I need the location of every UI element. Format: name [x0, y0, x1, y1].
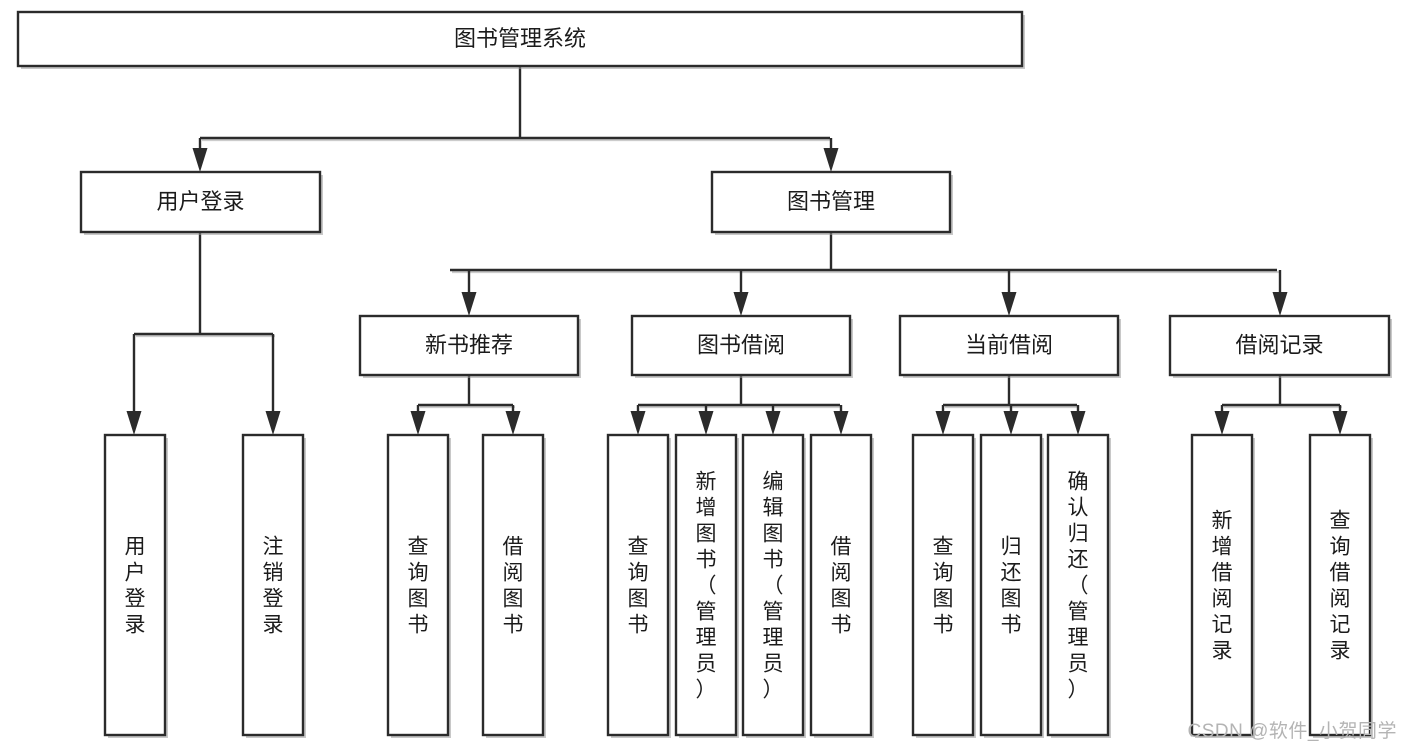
arrow-to-leaf-return-book [1003, 405, 1019, 435]
arrow-to-leaf-query-record [1332, 405, 1348, 435]
arrow-to-leaf-user-login [126, 334, 142, 435]
node-label-leaf-query-book-current: 查询图书 [933, 535, 954, 636]
node-label-borrow-record: 借阅记录 [1235, 332, 1323, 357]
arrow-to-leaf-edit-book [765, 405, 781, 435]
connector-layer [126, 66, 1348, 435]
node-label-leaf-add-book: 新增图书（管理员） [696, 470, 717, 701]
node-book-manage[interactable]: 图书管理 [710, 170, 953, 235]
connector-bus-book-manage [450, 232, 1279, 274]
arrow-to-leaf-user-logout [265, 334, 281, 435]
arrow-to-leaf-confirm-return [1070, 405, 1086, 435]
node-leaf-edit-book[interactable]: 编辑图书（管理员） [741, 433, 806, 738]
node-leaf-query-book-borrow[interactable]: 查询图书 [606, 433, 671, 738]
node-leaf-borrow-book[interactable]: 借阅图书 [809, 433, 874, 738]
node-current-borrow[interactable]: 当前借阅 [898, 314, 1121, 378]
node-leaf-add-record[interactable]: 新增借阅记录 [1190, 433, 1255, 738]
node-label-leaf-borrow-book: 借阅图书 [831, 535, 852, 636]
arrow-to-leaf-query-book-borrow [630, 405, 646, 435]
node-label-leaf-query-book-rec: 查询图书 [408, 535, 429, 636]
node-label-leaf-query-book-borrow: 查询图书 [628, 535, 649, 636]
node-leaf-borrow-book-rec[interactable]: 借阅图书 [481, 433, 546, 738]
arrow-to-leaf-borrow-book-rec [505, 405, 521, 435]
arrow-to-book-borrow [733, 270, 749, 316]
node-leaf-query-book-current[interactable]: 查询图书 [911, 433, 976, 738]
node-leaf-query-book-rec[interactable]: 查询图书 [386, 433, 451, 738]
node-layer: 图书管理系统用户登录图书管理新书推荐图书借阅当前借阅借阅记录用户登录注销登录查询… [16, 10, 1392, 738]
arrow-to-current-borrow [1001, 270, 1017, 316]
arrow-to-borrow-record [1272, 270, 1288, 316]
node-label-current-borrow: 当前借阅 [965, 332, 1053, 357]
connector-bus-current-borrow [943, 375, 1079, 409]
arrow-to-leaf-borrow-book [833, 405, 849, 435]
arrow-to-leaf-add-record [1214, 405, 1230, 435]
node-leaf-add-book[interactable]: 新增图书（管理员） [674, 433, 739, 738]
node-book-borrow[interactable]: 图书借阅 [630, 314, 853, 378]
node-label-user-login: 用户登录 [156, 189, 244, 214]
node-label-leaf-add-record: 新增借阅记录 [1212, 509, 1233, 662]
connector-bus-borrow-record [1222, 375, 1342, 409]
node-label-leaf-return-book: 归还图书 [1001, 535, 1022, 636]
arrow-to-book-manage [823, 138, 839, 172]
connector-bus-new-book [418, 375, 515, 409]
connector-bus-book-borrow [638, 375, 842, 409]
node-label-leaf-confirm-return: 确认归还（管理员） [1068, 470, 1089, 701]
node-leaf-query-record[interactable]: 查询借阅记录 [1308, 433, 1373, 738]
node-new-book-recommend[interactable]: 新书推荐 [358, 314, 581, 378]
arrow-to-leaf-query-book-rec [410, 405, 426, 435]
connector-bus-user-login [134, 232, 275, 338]
node-borrow-record[interactable]: 借阅记录 [1168, 314, 1392, 378]
node-label-leaf-user-logout: 注销登录 [263, 535, 284, 636]
arrow-to-new-book-recommend [461, 270, 477, 316]
csdn-watermark: CSDN @软件_小贺同学 [1187, 721, 1397, 742]
arrow-to-leaf-query-book-current [935, 405, 951, 435]
node-leaf-return-book[interactable]: 归还图书 [979, 433, 1044, 738]
connector-bus-root [200, 66, 832, 142]
arrow-to-leaf-add-book [698, 405, 714, 435]
node-label-new-book-recommend: 新书推荐 [425, 332, 513, 357]
node-root[interactable]: 图书管理系统 [16, 10, 1025, 69]
node-label-leaf-user-login: 用户登录 [125, 535, 146, 636]
node-label-leaf-query-record: 查询借阅记录 [1330, 509, 1351, 662]
node-user-login[interactable]: 用户登录 [79, 170, 323, 235]
node-leaf-user-login[interactable]: 用户登录 [103, 433, 168, 738]
node-leaf-confirm-return[interactable]: 确认归还（管理员） [1046, 433, 1111, 738]
arrow-to-user-login [192, 138, 208, 172]
node-label-leaf-borrow-book-rec: 借阅图书 [503, 535, 524, 636]
node-label-book-borrow: 图书借阅 [697, 332, 785, 357]
node-leaf-user-logout[interactable]: 注销登录 [241, 433, 306, 738]
node-label-leaf-edit-book: 编辑图书（管理员） [763, 470, 784, 701]
node-label-root: 图书管理系统 [454, 26, 586, 51]
node-label-book-manage: 图书管理 [787, 189, 875, 214]
